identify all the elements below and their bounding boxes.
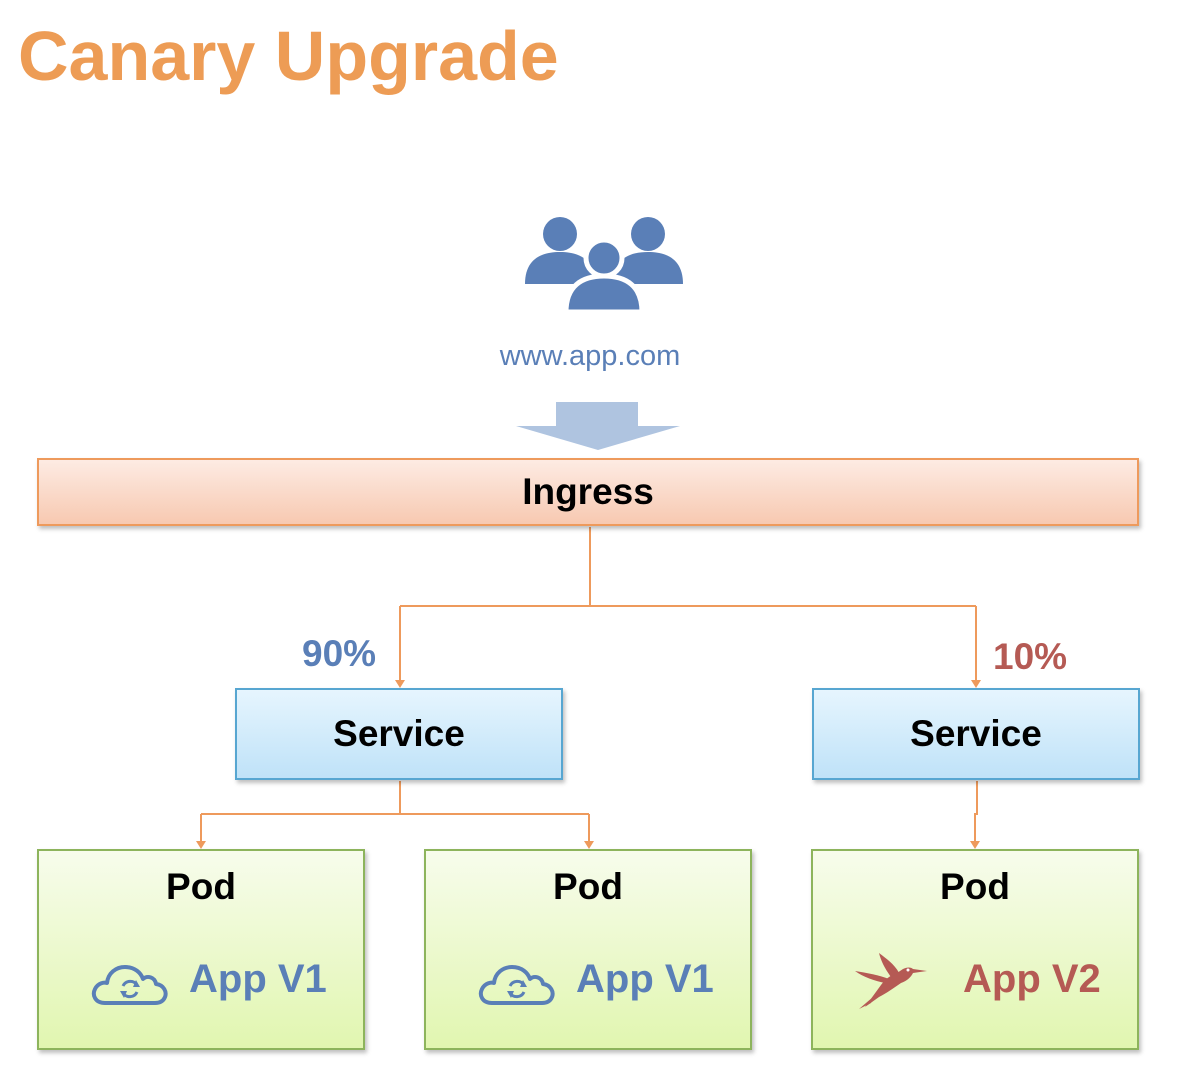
service-label: Service [333,713,465,754]
pod-label: Pod [553,866,623,907]
pod-box: Pod App V1 [424,849,752,1050]
ingress-label: Ingress [522,471,654,512]
pod-label: Pod [166,866,236,907]
ingress-box: Ingress [37,458,1139,526]
weight-label-v2: 10% [993,636,1068,677]
pod-box: Pod App V2 [811,849,1139,1050]
app-version-label: App V2 [963,957,1101,1001]
service-label: Service [910,713,1042,754]
users-group-icon [525,217,683,315]
pod-label: Pod [940,866,1010,907]
hummingbird-icon [855,953,927,1009]
cloud-sync-icon [91,965,168,1005]
app-version-label: App V1 [189,957,327,1001]
cloud-sync-icon [478,965,555,1005]
weight-label-v1: 90% [302,633,377,674]
domain-label: www.app.com [499,340,681,372]
app-version-label: App V1 [576,957,714,1001]
service-box-v2: Service [812,688,1140,780]
page-title: Canary Upgrade [18,17,559,95]
pod-box: Pod App V1 [37,849,365,1050]
flow-arrow-icon [516,402,680,450]
service-box-v1: Service [235,688,563,780]
